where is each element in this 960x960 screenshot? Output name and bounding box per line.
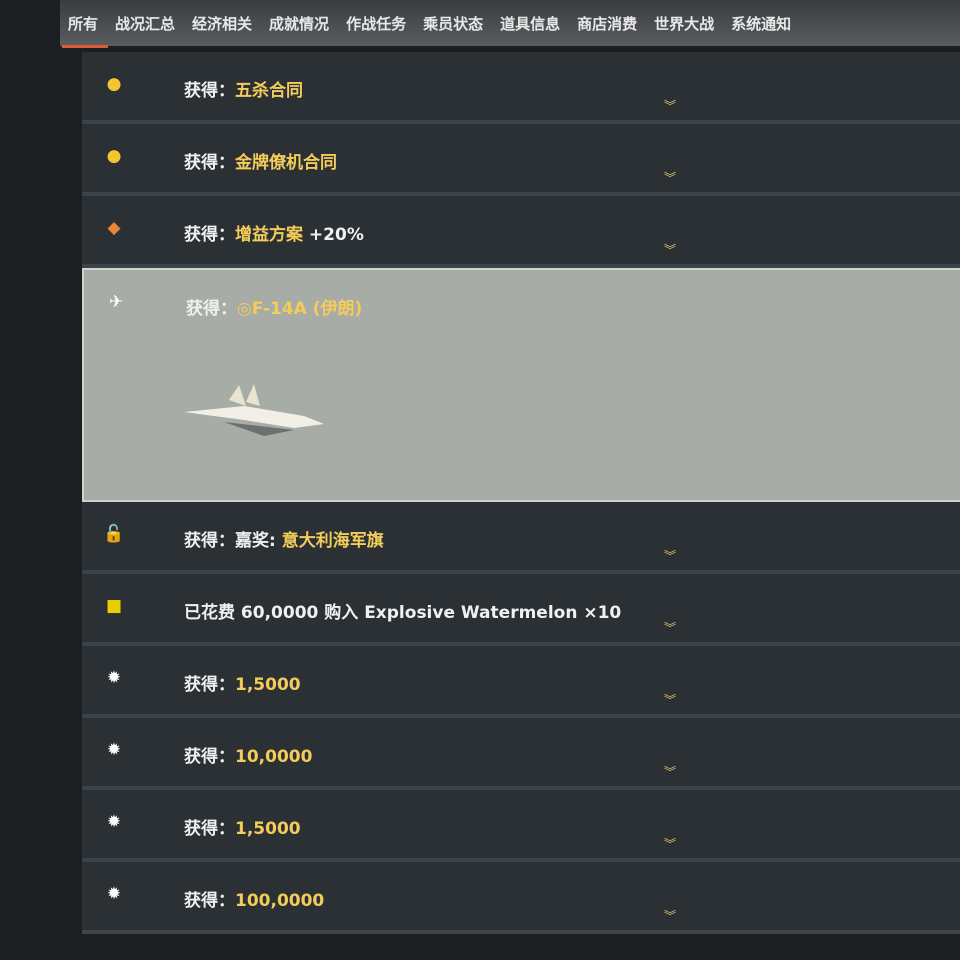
message-text: 已花费 60,0000 购入 Explosive Watermelon ×10	[184, 603, 622, 623]
filter-tabs: 所有战况汇总经济相关成就情况作战任务乘员状态道具信息商店消费世界大战系统通知	[60, 0, 960, 48]
list-item[interactable]: ✈ 获得：◎F-14A (伊朗)	[82, 268, 960, 502]
tab-8[interactable]: 世界大战	[654, 14, 715, 33]
list-item[interactable]: ✹ 获得：1,5000 ︾	[82, 646, 960, 718]
gold-coin-icon: ●	[106, 74, 122, 94]
message-text: 获得：金牌僚机合同	[184, 153, 337, 173]
tab-4[interactable]: 作战任务	[346, 14, 407, 33]
chest-icon: ■	[105, 596, 123, 616]
chevron-down-icon[interactable]: ︾	[664, 765, 677, 779]
message-text: 获得：五杀合同	[184, 81, 303, 101]
aircraft-icon: ✈	[108, 292, 124, 312]
list-item[interactable]: ✹ 获得：100,0000 ︾	[82, 862, 960, 934]
silver-lions-icon: ✹	[106, 740, 122, 760]
tab-2[interactable]: 经济相关	[192, 14, 253, 33]
tab-9[interactable]: 系统通知	[731, 14, 792, 33]
tab-0[interactable]: 所有	[61, 9, 109, 48]
chevron-down-icon[interactable]: ︾	[664, 171, 677, 185]
list-item[interactable]: 🔓 获得：嘉奖: 意大利海军旗 ︾	[82, 502, 960, 574]
list-item[interactable]: ✹ 获得：1,5000 ︾	[82, 790, 960, 862]
message-text: 获得：10,0000	[184, 747, 313, 767]
message-list: ● 获得：五杀合同 ︾● 获得：金牌僚机合同 ︾◆ 获得：增益方案 +20% ︾…	[62, 52, 960, 934]
list-item[interactable]: ■ 已花费 60,0000 购入 Explosive Watermelon ×1…	[82, 574, 960, 646]
list-item[interactable]: ● 获得：金牌僚机合同 ︾	[82, 124, 960, 196]
silver-lions-icon: ✹	[106, 884, 122, 904]
chevron-down-icon[interactable]: ︾	[664, 549, 677, 563]
chevron-down-icon[interactable]: ︾	[664, 693, 677, 707]
list-item[interactable]: ● 获得：五杀合同 ︾	[82, 52, 960, 124]
chevron-down-icon[interactable]: ︾	[664, 837, 677, 851]
chevron-down-icon[interactable]: ︾	[664, 621, 677, 635]
chevron-down-icon[interactable]: ︾	[664, 909, 677, 923]
message-text: 获得：◎F-14A (伊朗)	[186, 299, 363, 319]
tab-1[interactable]: 战况汇总	[115, 14, 176, 33]
message-text: 获得：100,0000	[184, 891, 325, 911]
message-text: 获得：1,5000	[184, 819, 301, 839]
aircraft-image	[184, 384, 324, 436]
tab-5[interactable]: 乘员状态	[423, 14, 484, 33]
message-text: 获得：1,5000	[184, 675, 301, 695]
message-text: 获得：增益方案 +20%	[184, 225, 364, 245]
silver-lions-icon: ✹	[106, 812, 122, 832]
gold-coin-icon: ●	[106, 146, 122, 166]
tab-7[interactable]: 商店消费	[577, 14, 638, 33]
list-item[interactable]: ◆ 获得：增益方案 +20% ︾	[82, 196, 960, 268]
booster-icon: ◆	[107, 218, 121, 238]
message-text: 获得：嘉奖: 意大利海军旗	[184, 531, 384, 551]
list-item[interactable]: ✹ 获得：10,0000 ︾	[82, 718, 960, 790]
silver-lions-icon: ✹	[106, 668, 122, 688]
unlock-icon: 🔓	[103, 524, 125, 544]
chevron-down-icon[interactable]: ︾	[664, 243, 677, 257]
tab-6[interactable]: 道具信息	[500, 14, 561, 33]
tab-3[interactable]: 成就情况	[269, 14, 330, 33]
chevron-down-icon[interactable]: ︾	[664, 99, 677, 113]
